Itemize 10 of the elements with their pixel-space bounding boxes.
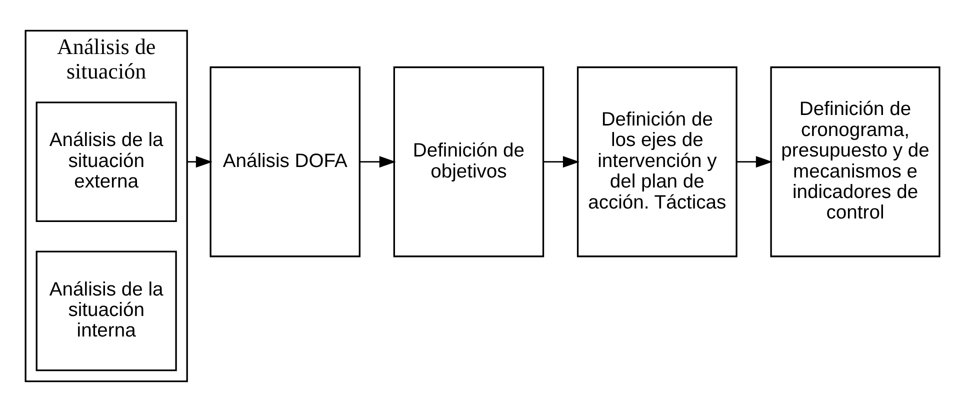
arrow xyxy=(736,156,772,168)
node-box: Análisis de la situación externa xyxy=(35,102,176,222)
node-box: Definición de los ejes de intervención y del plan de acción. Tácticas xyxy=(576,66,737,258)
arrow xyxy=(542,156,580,168)
node-box: Definición de cronograma, presupuesto y de mecanismos e indicadores de control xyxy=(770,66,940,258)
arrow xyxy=(360,156,396,168)
node-box: Análisis de la situación interna xyxy=(35,250,176,372)
node-box: Análisis DOFA xyxy=(209,66,360,258)
node-box: Definición de objetivos xyxy=(392,66,544,258)
arrow xyxy=(186,156,212,168)
